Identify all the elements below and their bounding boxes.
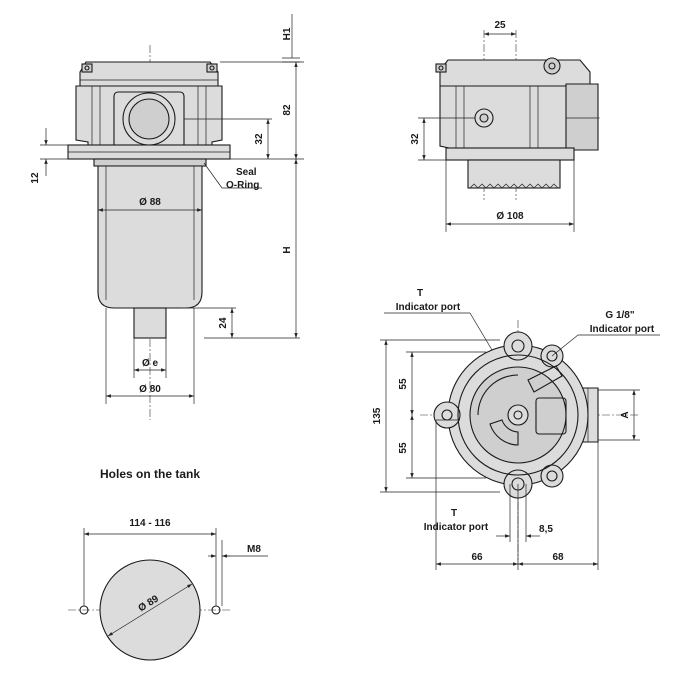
side-bolt-left [81, 63, 93, 73]
side-cover [79, 61, 219, 87]
front-flange [445, 147, 575, 161]
dia-80: Ø 80 [139, 384, 161, 395]
t-top-indicator-label: Indicator port [396, 302, 461, 313]
front-view: 25 32 Ø 108 [410, 20, 600, 232]
top-window [535, 397, 567, 435]
seal-label: Seal [236, 167, 257, 178]
top-lug-top [503, 331, 533, 361]
dim-55-upper: 55 [398, 378, 409, 390]
g-indicator-label: Indicator port [590, 324, 655, 335]
tank-thread-hole-right [211, 605, 221, 615]
front-side-port [565, 83, 599, 151]
dim-32-front: 32 [410, 133, 421, 145]
t-bottom-indicator-label: Indicator port [424, 522, 489, 533]
dia-108: Ø 108 [496, 211, 524, 222]
side-outlet [133, 307, 167, 339]
g-thread-label: G 1/8" [605, 310, 634, 321]
side-bowl [97, 165, 203, 309]
front-indicator-boss [543, 57, 561, 75]
top-lug-bottom-right [540, 464, 564, 488]
top-view: T Indicator port G 1/8" Indicator port 1… [372, 288, 660, 570]
side-view: H1 82 32 12 Seal O-Ring Ø 88 H 24 [30, 14, 304, 420]
tank-holes-title: Holes on the tank [100, 467, 200, 481]
dim-68: 68 [552, 552, 564, 563]
side-seal [93, 158, 207, 167]
top-body-inner [457, 354, 579, 476]
t-bottom-label: T [451, 508, 457, 519]
dim-114-116: 114 - 116 [129, 518, 171, 529]
dim-12: 12 [30, 172, 41, 184]
dim-55-lower: 55 [398, 442, 409, 454]
top-lug-left [433, 401, 461, 429]
m8-label: M8 [247, 544, 261, 555]
top-spoke-ne [527, 365, 563, 393]
dim-a: A [620, 411, 631, 418]
side-port-inner [128, 98, 170, 140]
dim-8-5: 8,5 [539, 524, 553, 535]
o-ring-label: O-Ring [226, 180, 259, 191]
tank-holes-view: Holes on the tank 114 - 116 M8 Ø 89 [68, 467, 268, 661]
dim-66: 66 [471, 552, 483, 563]
front-bowl [467, 159, 561, 189]
dim-h1: H1 [282, 27, 293, 40]
side-bolt-right [206, 63, 218, 73]
front-bolt-left [435, 63, 447, 73]
front-cover [439, 59, 591, 87]
dim-135: 135 [372, 407, 383, 424]
dia-e: Ø e [142, 358, 159, 369]
dim-h: H [282, 246, 293, 253]
dia-88: Ø 88 [139, 197, 161, 208]
dim-32-side: 32 [254, 133, 265, 145]
t-top-label: T [417, 288, 423, 299]
dim-82: 82 [282, 104, 293, 116]
dim-25: 25 [494, 20, 506, 31]
top-center-hub [507, 404, 529, 426]
tank-thread-hole-left [79, 605, 89, 615]
dim-24: 24 [218, 317, 229, 329]
top-arc-spoke [477, 374, 519, 416]
